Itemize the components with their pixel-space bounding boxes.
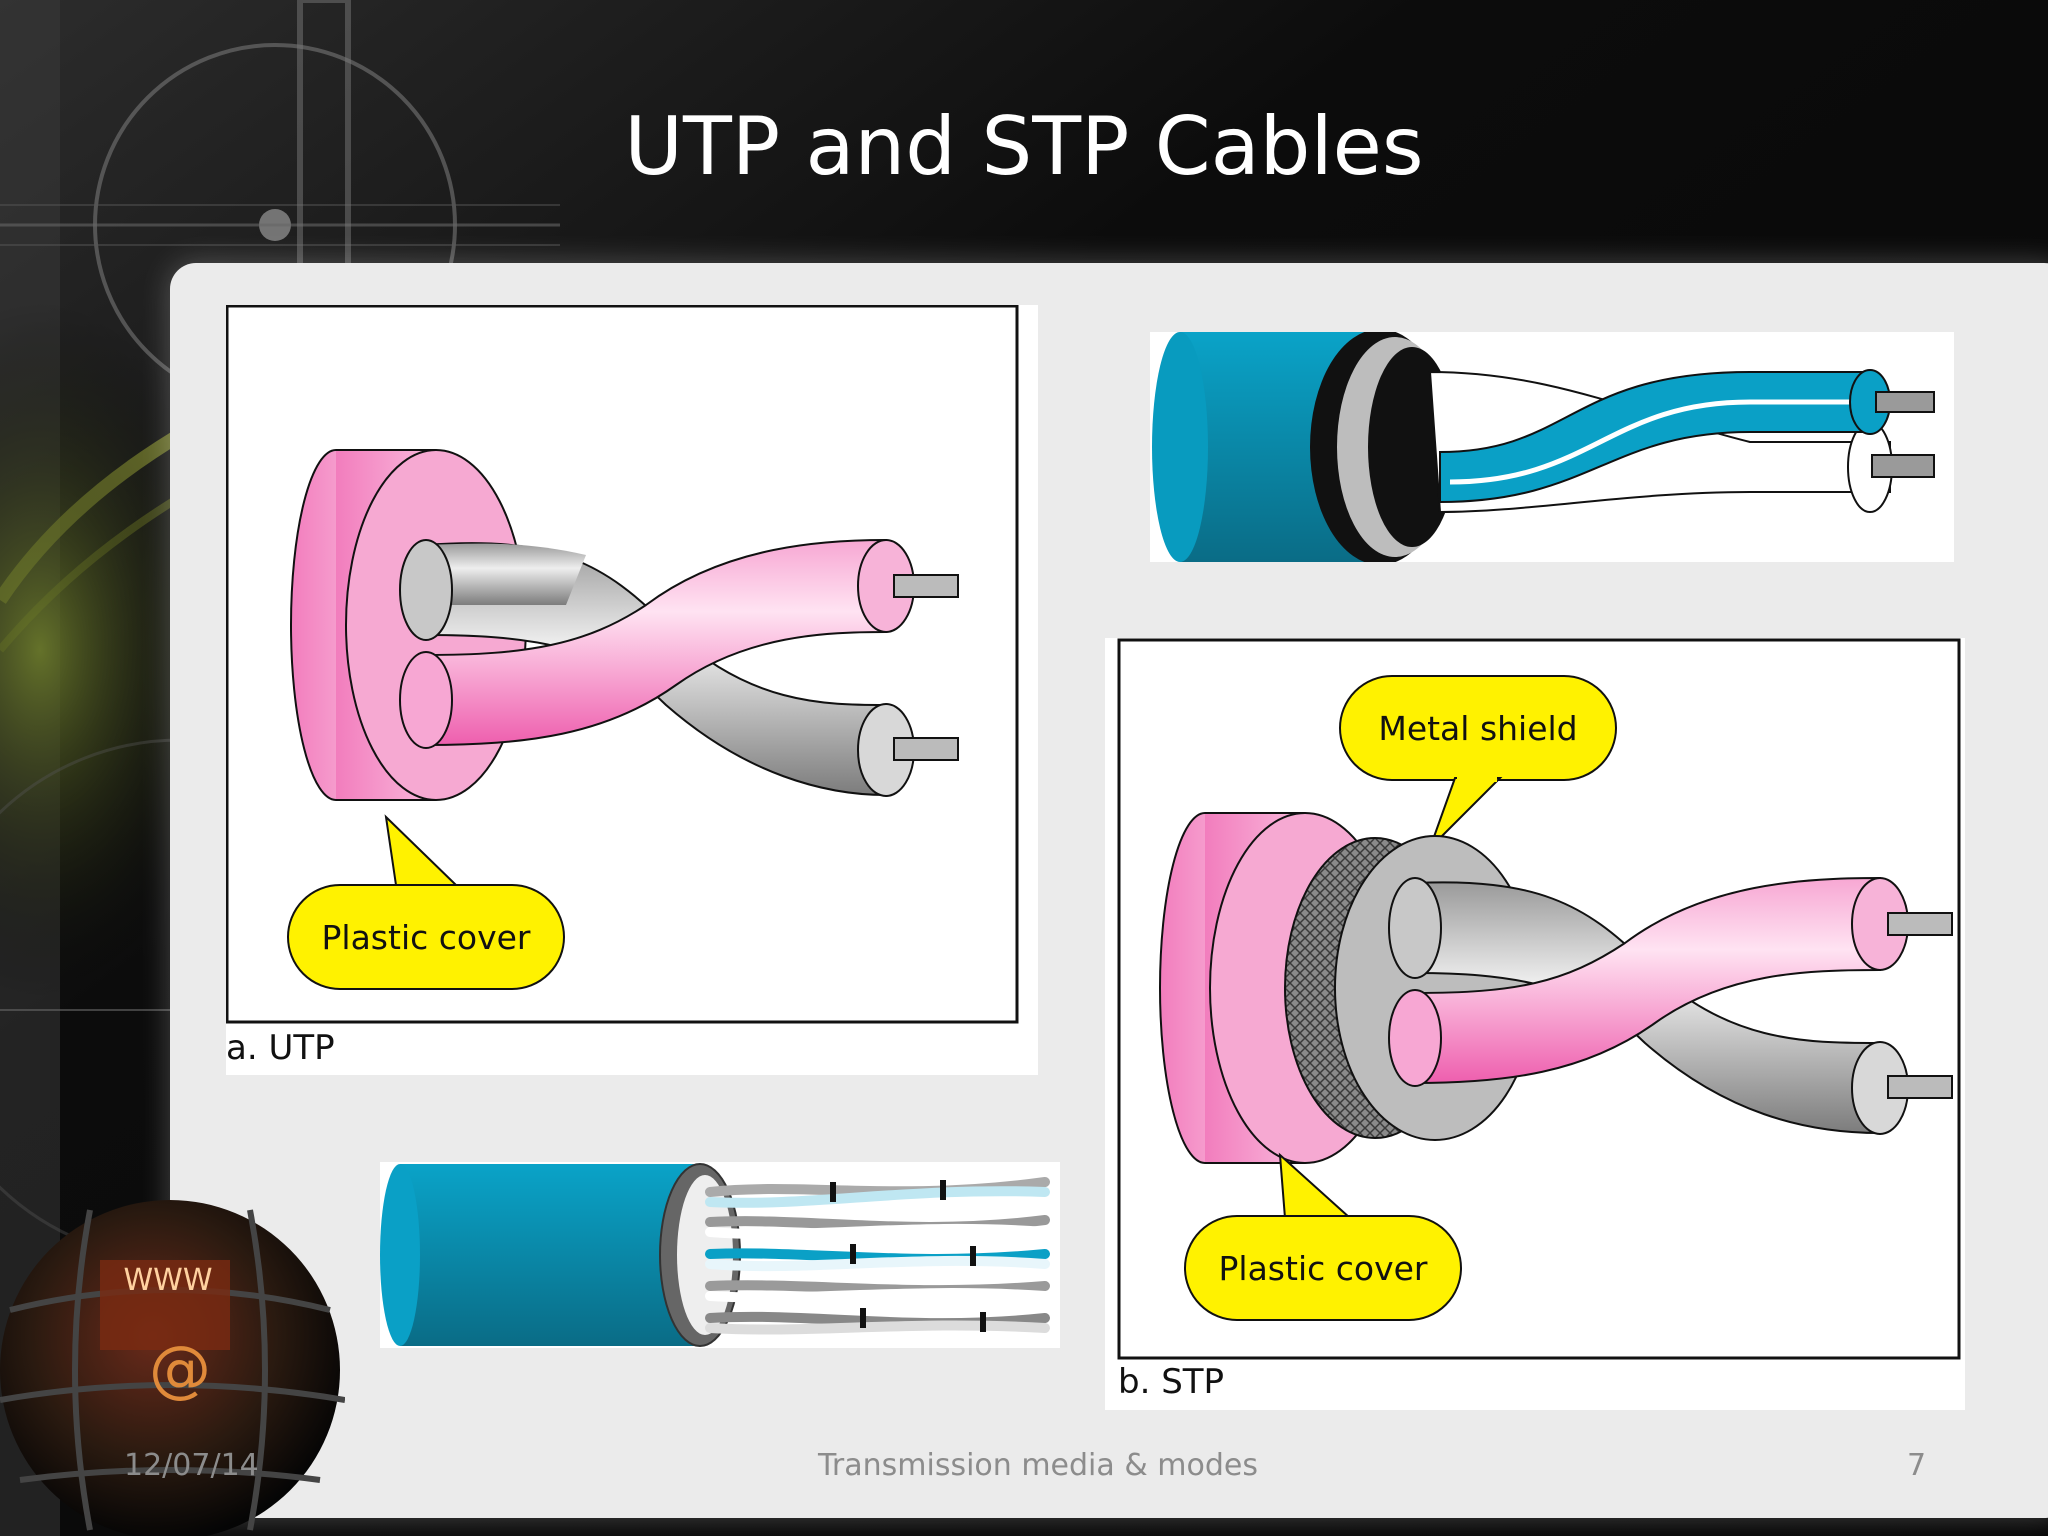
stp-callout-plastic-cover: Plastic cover	[1219, 1249, 1428, 1288]
globe-www-label: WWW	[124, 1263, 213, 1298]
stp-figure: Metal shield Plastic cover	[1105, 638, 1965, 1410]
stp-caption: b. STP	[1118, 1362, 1225, 1402]
globe-at-label: @	[149, 1332, 211, 1405]
footer-page-number: 7	[1907, 1448, 1927, 1483]
multipair-cable-photo	[380, 1162, 1060, 1348]
utp-diagram: Plastic cover	[226, 305, 1019, 1024]
slide-title: UTP and STP Cables	[624, 100, 1424, 193]
internet-globe-icon: WWW @	[0, 1200, 345, 1536]
footer-title: Transmission media & modes	[818, 1448, 1258, 1483]
multipair-cable-illustration	[380, 1163, 1050, 1347]
stp-callout-metal-shield: Metal shield	[1378, 709, 1577, 748]
stp-diagram: Metal shield Plastic cover	[1117, 638, 1961, 1360]
footer-date: 12/07/14	[124, 1448, 259, 1483]
utp-caption: a. UTP	[226, 1028, 335, 1068]
utp-callout-plastic-cover: Plastic cover	[322, 918, 531, 957]
stp-photo	[1150, 332, 1954, 562]
stp-cable-illustration	[1152, 332, 1935, 562]
utp-figure: Plastic cover	[226, 305, 1038, 1075]
